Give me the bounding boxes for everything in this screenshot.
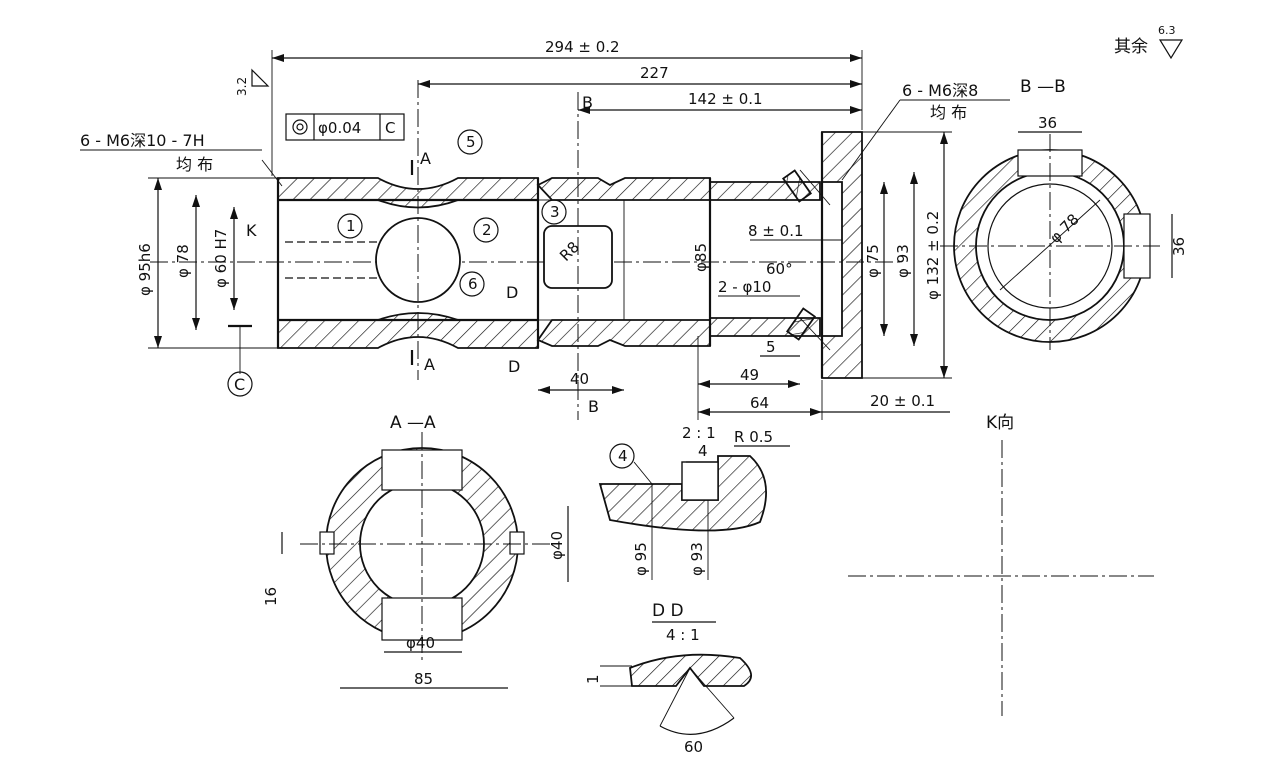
- dia-60h7: φ 60 H7: [212, 229, 230, 288]
- roughness-note-label: 其余: [1114, 37, 1148, 57]
- callout-1: 1: [346, 217, 356, 235]
- dia-132: φ 132 ± 0.2: [924, 211, 942, 300]
- dim-5: 5: [766, 338, 776, 356]
- section-dd-dim-60: 60: [684, 738, 703, 756]
- section-aa-dim-16: 16: [262, 587, 280, 606]
- section-mark-d-top: D: [506, 283, 518, 302]
- section-mark-d-bottom: D: [508, 357, 520, 376]
- datum-c-label: C: [234, 375, 245, 394]
- callout-6: 6: [468, 275, 478, 293]
- main-view-labels: 其余 6.3 3.2 294 ± 0.2 227 142 ± 0.1 B B A…: [80, 24, 1184, 416]
- dim-49: 49: [740, 366, 759, 384]
- detail-4-dim-4: 4: [698, 442, 708, 460]
- dia-85: φ85: [692, 243, 710, 272]
- detail-4-dia-95: φ 95: [632, 542, 650, 576]
- thread-left-even: 均 布: [176, 155, 213, 174]
- view-k-arrow: K: [246, 221, 257, 240]
- section-aa-title: A —A: [390, 413, 436, 433]
- section-mark-a-top: A: [420, 149, 431, 168]
- dim-227: 227: [640, 64, 669, 82]
- section-aa-dim-85: 85: [414, 670, 433, 688]
- tolerance-frame-datum: C: [385, 119, 395, 137]
- view-k: K向: [848, 413, 1154, 716]
- view-k-title: K向: [986, 413, 1014, 433]
- detail-4: 4 2 : 1 R 0.5 4 φ 95 φ 93: [598, 424, 790, 580]
- dim-64: 64: [750, 394, 769, 412]
- dim-2-phi10: 2 - φ10: [718, 278, 771, 296]
- section-bb-dim-36-right: 36: [1170, 237, 1188, 256]
- dia-75: φ 75: [864, 244, 882, 278]
- section-mark-b-bottom: B: [588, 397, 599, 416]
- dia-78: φ 78: [174, 244, 192, 278]
- thread-left: 6 - M6深10 - 7H: [80, 131, 205, 150]
- dim-20: 20 ± 0.1: [870, 392, 935, 410]
- section-aa-dim-phi40-right: φ40: [548, 531, 566, 560]
- mid-wall-bottom: [536, 319, 711, 347]
- dim-40: 40: [570, 370, 589, 388]
- section-aa: A —A 16 φ40 φ40 85: [262, 413, 569, 689]
- detail-4-scale: 2 : 1: [682, 424, 716, 442]
- section-dd-dim-1: 1: [584, 674, 602, 684]
- section-bb-title: B —B: [1020, 77, 1066, 97]
- tolerance-frame: [285, 113, 405, 141]
- dim-142: 142 ± 0.1: [688, 90, 763, 108]
- left-wall-top: [277, 177, 539, 209]
- detail-4-radius: R 0.5: [734, 428, 773, 446]
- dim-8: 8 ± 0.1: [748, 222, 804, 240]
- roughness-left: 3.2: [235, 77, 249, 96]
- section-dd: D D 4 : 1 1 60: [584, 601, 752, 756]
- section-bb: B —B 36 36 φ 78: [940, 77, 1188, 350]
- detail-4-callout: 4: [618, 447, 628, 465]
- main-view: [80, 50, 1010, 420]
- left-wall-bottom: [277, 312, 539, 349]
- dim-angle-60: 60°: [766, 260, 793, 278]
- tolerance-frame-value: φ0.04: [318, 119, 361, 137]
- dim-total-length: 294 ± 0.2: [545, 38, 620, 56]
- callout-2: 2: [482, 221, 492, 239]
- roughness-symbol-icon: [1158, 39, 1184, 60]
- section-bb-dim-36-top: 36: [1038, 114, 1057, 132]
- section-mark-b-top: B: [582, 93, 593, 112]
- mid-wall-top: [536, 177, 711, 201]
- right-flange: [821, 131, 863, 379]
- section-dd-title: D D: [652, 601, 684, 621]
- callout-3: 3: [550, 203, 560, 221]
- section-mark-a-bottom: A: [424, 355, 435, 374]
- detail-4-dia-93: φ 93: [688, 542, 706, 576]
- roughness-note-value: 6.3: [1158, 24, 1176, 37]
- thread-right-even: 均 布: [930, 103, 967, 122]
- dia-93: φ 93: [894, 244, 912, 278]
- section-dd-scale: 4 : 1: [666, 626, 700, 644]
- concentricity-icon: [292, 119, 308, 135]
- section-aa-dim-phi40-bottom: φ40: [406, 634, 435, 652]
- thread-right: 6 - M6深8: [902, 81, 978, 100]
- callout-5: 5: [466, 133, 476, 151]
- dia-95h6: φ 95h6: [136, 243, 154, 296]
